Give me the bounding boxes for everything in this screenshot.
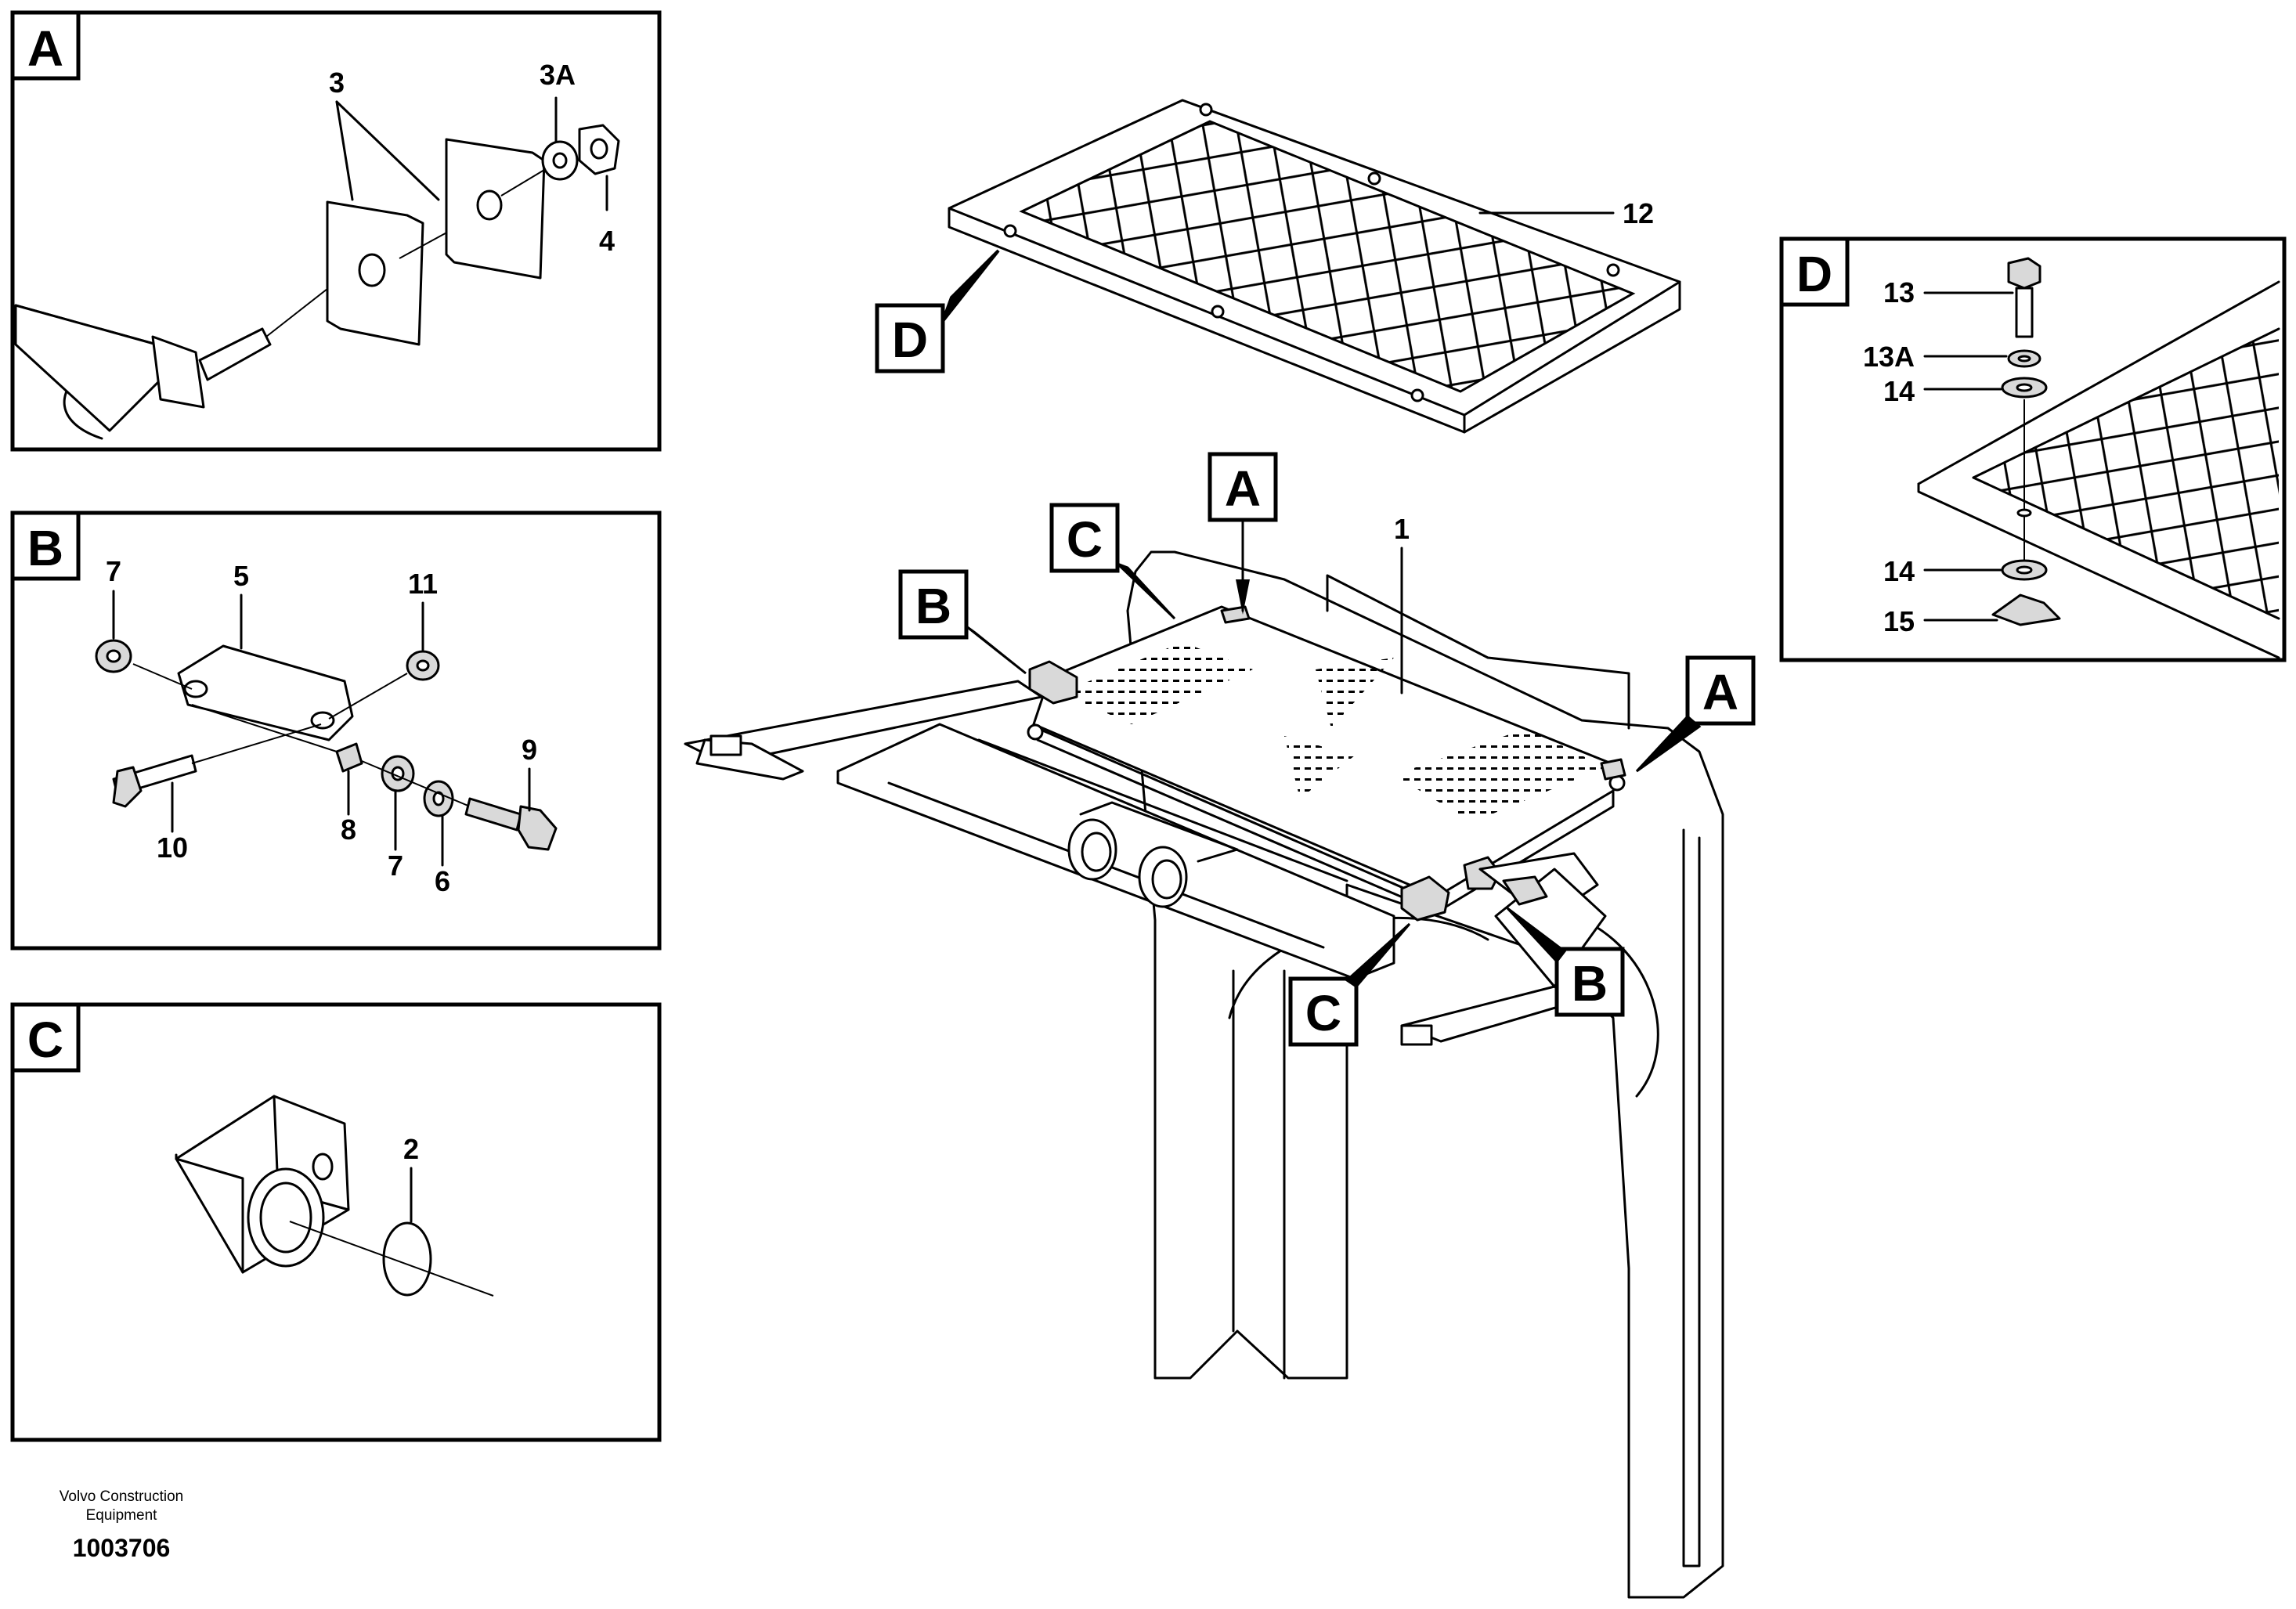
panel-a-frame (10, 10, 662, 452)
assembly-line-b5 (361, 760, 471, 807)
bracket-5 (177, 644, 354, 741)
pipe-end (14, 304, 182, 432)
detail-panel-d: D 13 13A 14 14 15 (1779, 236, 2287, 662)
callout-6: 6 (435, 865, 450, 897)
callout-13: 13 (1883, 276, 1915, 308)
main-label-a-top: A (1225, 460, 1261, 517)
callout-5: 5 (233, 560, 249, 592)
leader-3a (335, 100, 354, 201)
main-label-a-right-box (1685, 655, 1756, 726)
bolt-13-head (2007, 257, 2041, 290)
callout-14-bottom: 14 (1883, 555, 1915, 587)
panel-b-letter: B (27, 520, 63, 576)
stud-bolt (198, 327, 272, 381)
panel-a-letter: A (27, 20, 63, 77)
main-label-b-right-box (1554, 947, 1625, 1017)
main-label-c-bottom-box (1288, 976, 1359, 1047)
callout-14-top: 14 (1883, 375, 1915, 407)
panel-d-label-box (1779, 236, 1850, 307)
condenser-fins-mid (1284, 736, 1355, 799)
callout-13a: 13A (1863, 341, 1915, 373)
callout-3: 3 (329, 67, 345, 99)
panel-b-frame (10, 510, 662, 951)
detail-panel-b: B 7 5 11 9 10 (10, 510, 662, 951)
filter-frame-edge (1917, 280, 2280, 485)
condenser-fins-top (1316, 658, 1394, 728)
o-ring-2 (382, 1221, 432, 1297)
spacer-8 (335, 742, 363, 773)
panel-d-frame (1779, 236, 2287, 662)
footer: Volvo Construction Equipment 1003706 (60, 1488, 183, 1562)
bolt-head-plate (151, 335, 205, 409)
panel-c-letter: C (27, 1012, 63, 1068)
assembly-line-b4 (191, 704, 338, 752)
condenser-fins-left (1061, 642, 1253, 724)
doc-number: 1003706 (73, 1534, 171, 1562)
callout-2: 2 (403, 1133, 419, 1165)
assembly-line-b3 (191, 723, 322, 764)
main-assembly-view: 12 D (684, 99, 1756, 1599)
callout-10: 10 (157, 832, 188, 864)
plate-hole-front (358, 253, 386, 287)
main-label-c-top: C (1067, 511, 1103, 568)
bolt-9-head (517, 805, 558, 851)
callout-9: 9 (522, 734, 537, 766)
plate-hole-rear (476, 189, 503, 221)
main-label-d-box (875, 303, 945, 373)
panel-a-label-box (10, 10, 81, 81)
filter-mesh-detail (1973, 329, 2279, 619)
fitting-left (1028, 660, 1078, 705)
footer-company-line1: Volvo Construction (60, 1488, 183, 1505)
callout-8: 8 (341, 814, 356, 846)
bolt-10-head (112, 766, 143, 808)
callout-4: 4 (599, 225, 615, 257)
main-label-d: D (892, 312, 928, 368)
main-label-c-bottom: C (1305, 985, 1341, 1041)
main-label-b-right: B (1572, 955, 1608, 1012)
condenser-fins-right (1394, 728, 1605, 822)
leader-3b (335, 100, 440, 201)
detail-panel-c: C 2 (10, 1002, 662, 1442)
condenser-pipe (1032, 725, 1442, 906)
callout-12: 12 (1623, 197, 1654, 229)
filter-mesh (1019, 120, 1636, 393)
callout-7-top: 7 (106, 555, 121, 587)
callout-11: 11 (408, 568, 438, 600)
fitting-right (1400, 875, 1450, 922)
main-label-b-left-box (898, 569, 969, 640)
main-label-a-right: A (1702, 664, 1738, 720)
clip-15 (1991, 593, 2061, 626)
bolt-13-shank (2015, 287, 2034, 338)
callout-3a: 3A (540, 59, 576, 91)
main-label-c-top-box (1049, 503, 1120, 573)
assembly-line-c (289, 1221, 494, 1297)
main-label-b-left: B (915, 578, 951, 634)
bolt-9 (464, 797, 522, 832)
panel-c-label-box (10, 1002, 81, 1073)
detail-panel-a: A 3 3A 4 (10, 10, 662, 452)
panel-c-frame (10, 1002, 662, 1442)
panel-d-letter: D (1796, 246, 1832, 302)
assembly-line-b1 (132, 663, 193, 690)
callout-15: 15 (1883, 605, 1915, 637)
footer-company-line2: Equipment (86, 1507, 158, 1524)
callout-1: 1 (1394, 513, 1410, 545)
callout-7-bottom: 7 (388, 850, 403, 882)
assembly-line-b2 (328, 673, 408, 720)
panel-b-label-box (10, 510, 81, 581)
